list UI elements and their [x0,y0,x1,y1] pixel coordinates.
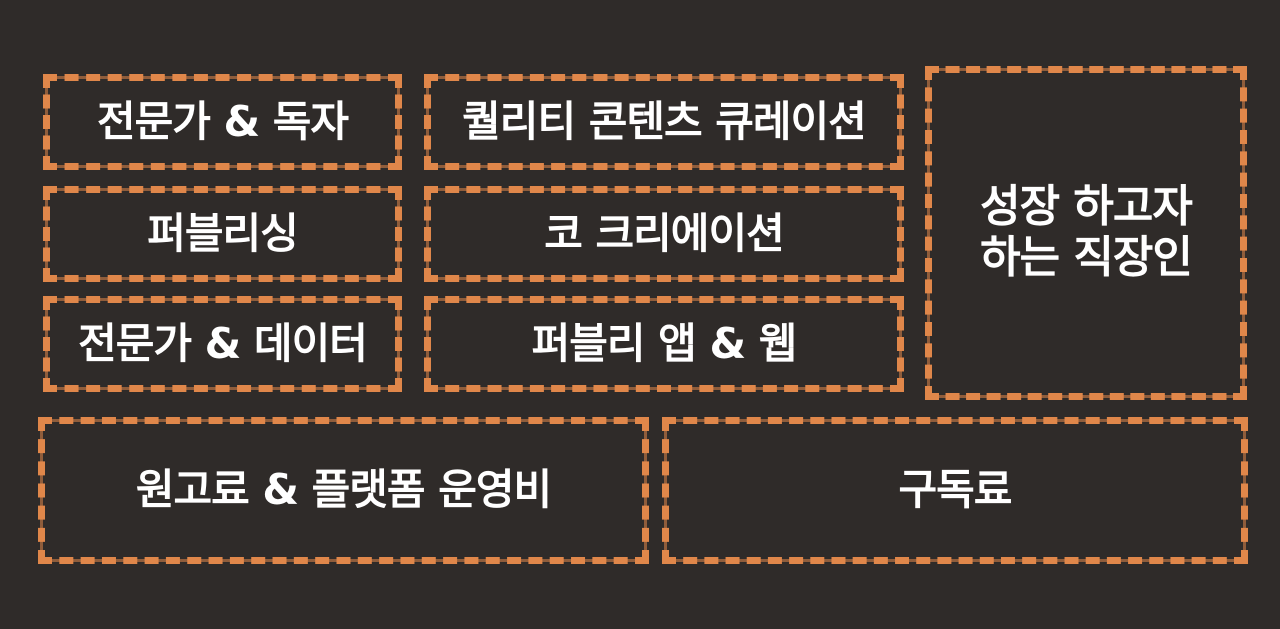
box-publy-app-web: 퍼블리 앱 & 웹 [424,296,904,392]
label-publishing: 퍼블리싱 [147,208,299,258]
label-expert-data: 전문가 & 데이터 [78,318,368,368]
label-publy-app-web: 퍼블리 앱 & 웹 [531,318,798,368]
label-expert-readers: 전문가 & 독자 [96,96,349,146]
box-co-creation: 코 크리에이션 [424,186,904,282]
box-publishing: 퍼블리싱 [43,186,402,282]
box-quality-curation: 퀄리티 콘텐츠 큐레이션 [424,74,904,170]
label-quality-curation: 퀄리티 콘텐츠 큐레이션 [462,96,867,146]
label-manuscript-platform-cost: 원고료 & 플랫폼 운영비 [135,465,552,515]
box-manuscript-platform-cost: 원고료 & 플랫폼 운영비 [38,417,649,564]
label-growth-workers-line1: 성장 하고자 [980,181,1193,233]
label-growth-workers-line2: 하는 직장인 [980,232,1193,283]
label-co-creation: 코 크리에이션 [544,208,784,258]
box-expert-data: 전문가 & 데이터 [43,296,402,392]
box-expert-readers: 전문가 & 독자 [43,74,402,170]
box-growth-workers: 성장 하고자 하는 직장인 [925,66,1247,400]
box-subscription-fee: 구독료 [662,417,1248,564]
label-subscription-fee: 구독료 [898,465,1013,515]
